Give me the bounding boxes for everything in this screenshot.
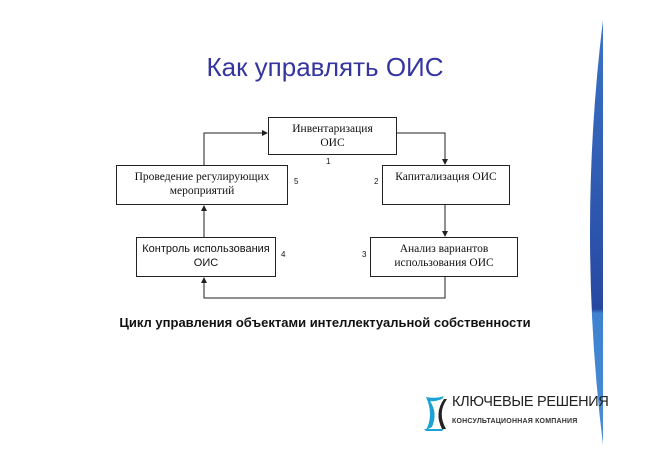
- step-number: 5: [294, 177, 299, 186]
- logo-name: КЛЮЧЕВЫЕ РЕШЕНИЯ: [452, 394, 609, 410]
- step-label-line1: Анализ вариантов: [399, 243, 489, 255]
- step-number: 1: [326, 157, 331, 166]
- step-label-line1: Инвентаризация: [292, 123, 373, 135]
- step-label-line2: мероприятий: [169, 185, 235, 197]
- hourglass-logo-icon: [424, 396, 447, 431]
- company-logo: КЛЮЧЕВЫЕ РЕШЕНИЯ КОНСУЛЬТАЦИОННАЯ КОМПАН…: [420, 393, 620, 435]
- step-number: 3: [362, 250, 367, 259]
- step-box-capitalization: Капитализация ОИС: [382, 165, 510, 205]
- step-label-line1: Капитализация ОИС: [395, 171, 497, 183]
- step-number: 2: [374, 177, 379, 186]
- diagram-caption: Цикл управления объектами интеллектуальн…: [119, 315, 531, 330]
- step-label-line2: ОИС: [193, 257, 219, 269]
- step-box-inventory: Инвентаризация ОИС: [268, 117, 397, 155]
- page-title: Как управлять ОИС: [206, 52, 444, 82]
- logo-tagline: КОНСУЛЬТАЦИОННАЯ КОМПАНИЯ: [452, 418, 578, 425]
- step-box-regulation: Проведение регулирующих мероприятий: [116, 165, 288, 205]
- step-label-line2: использования ОИС: [394, 257, 494, 269]
- step-label-line1: Контроль использования: [142, 243, 270, 255]
- step-box-control: Контроль использования ОИС: [136, 237, 276, 277]
- step-label-line2: ОИС: [320, 137, 345, 149]
- step-label-line1: Проведение регулирующих: [134, 171, 270, 183]
- step-box-analysis: Анализ вариантов использования ОИС: [370, 237, 518, 277]
- step-number: 4: [281, 250, 286, 259]
